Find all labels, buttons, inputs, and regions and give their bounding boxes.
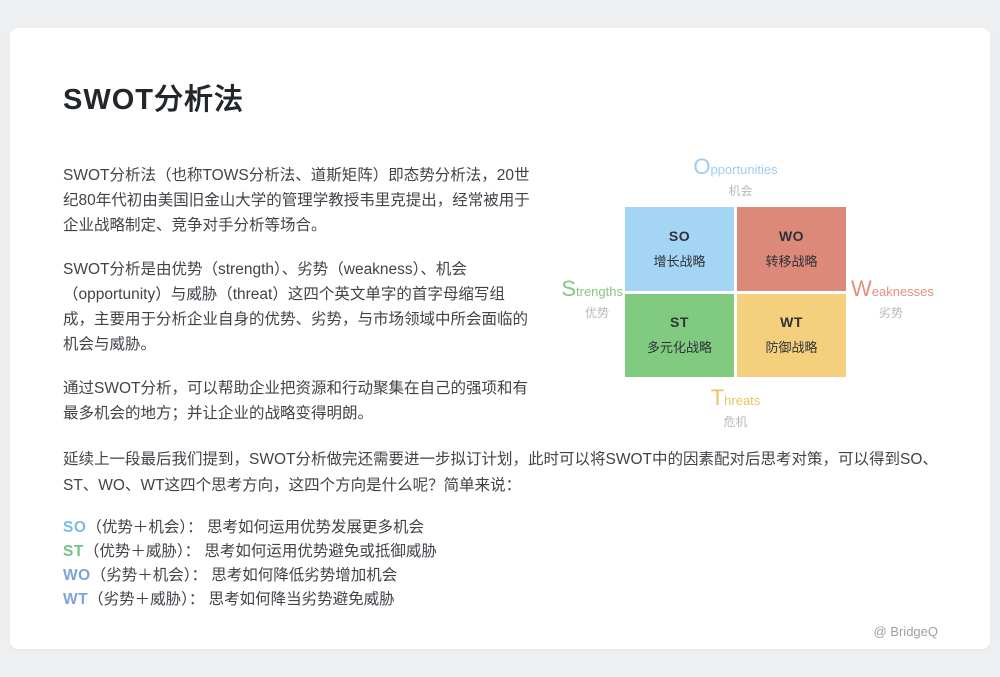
cell-so-code: SO <box>668 227 691 244</box>
cell-wt-name: 防御战略 <box>765 340 818 356</box>
cell-st: ST 多元化战略 <box>625 293 734 377</box>
swot-matrix-diagram: Opportunities 机会 Strengths 优势 Weaknesses… <box>545 140 985 450</box>
strategy-text-st: （优势＋威胁）： 思考如何运用优势避免或抵御威胁 <box>83 543 437 560</box>
threats-zh-label: 危机 <box>723 415 748 429</box>
opportunities-word: Opportunities <box>625 154 846 180</box>
cell-wo-code: WO <box>778 227 805 244</box>
strategy-item-wt: WT（劣势＋威胁）： 思考如何降当劣势避免威胁 <box>63 588 437 612</box>
strategy-code-st: ST <box>63 543 84 560</box>
cell-st-code: ST <box>670 314 689 331</box>
paragraph-3: 通过SWOT分析，可以帮助企业把资源和行动聚集在自己的强项和有最多机会的地方；并… <box>63 380 528 422</box>
threats-label: Threats 危机 <box>625 385 846 430</box>
weaknesses-word: Weaknesses <box>851 276 981 302</box>
opportunities-zh-label: 机会 <box>728 184 753 198</box>
watermark: @ BridgeQ <box>873 624 939 639</box>
strategy-text-wt: （劣势＋威胁）： 思考如何降当劣势避免威胁 <box>88 591 395 608</box>
cell-wo-name: 转移战略 <box>765 253 818 269</box>
strengths-zh-label: 优势 <box>584 306 609 320</box>
strategy-code-so: SO <box>63 519 87 536</box>
strategy-code-wo: WO <box>63 567 91 584</box>
weaknesses-label: Weaknesses 劣势 <box>851 276 981 321</box>
opportunities-initial: O <box>693 154 711 179</box>
followup-paragraph: 延续上一段最后我们提到，SWOT分析做完还需要进一步拟订计划，此时可以将SWOT… <box>63 451 938 494</box>
strategy-item-wo: WO（劣势＋机会）： 思考如何降低劣势增加机会 <box>63 564 437 588</box>
cell-so: SO 增长战略 <box>625 207 734 291</box>
content-card: SWOT分析法 SWOT分析法（也称TOWS分析法、道斯矩阵）即态势分析法，20… <box>10 28 990 649</box>
strategy-text-wo: （劣势＋机会）： 思考如何降低劣势增加机会 <box>90 567 398 584</box>
strategy-code-wt: WT <box>63 591 89 608</box>
paragraph-2: SWOT分析是由优势（strength）、劣势（weakness）、机会（opp… <box>63 261 529 353</box>
strengths-initial: S <box>561 276 577 301</box>
cell-wt-code: WT <box>780 314 803 331</box>
cell-st-name: 多元化战略 <box>646 340 712 356</box>
strategy-text-so: （优势＋机会）： 思考如何运用优势发展更多机会 <box>86 519 424 536</box>
threats-rest: hreats <box>724 393 761 408</box>
weaknesses-rest: eaknesses <box>871 284 934 299</box>
weaknesses-initial: W <box>851 276 872 301</box>
cell-wo: WO 转移战略 <box>737 207 846 291</box>
opportunities-label: Opportunities 机会 <box>625 154 846 199</box>
intro-paragraphs: SWOT分析法（也称TOWS分析法、道斯矩阵）即态势分析法，20世纪80年代初由… <box>63 163 531 445</box>
strategy-item-st: ST（优势＋威胁）： 思考如何运用优势避免或抵御威胁 <box>63 540 437 564</box>
threats-word: Threats <box>625 385 846 411</box>
cell-wt: WT 防御战略 <box>737 293 846 377</box>
strengths-label: Strengths 优势 <box>545 276 623 321</box>
weaknesses-zh-label: 劣势 <box>879 306 904 320</box>
cell-so-name: 增长战略 <box>653 253 706 269</box>
strategy-item-so: SO（优势＋机会）： 思考如何运用优势发展更多机会 <box>63 516 437 540</box>
strengths-rest: trengths <box>576 284 623 299</box>
opportunities-rest: pportunities <box>710 162 778 177</box>
strategy-list: SO（优势＋机会）： 思考如何运用优势发展更多机会 ST（优势＋威胁）： 思考如… <box>63 516 437 612</box>
page-title: SWOT分析法 <box>63 84 244 116</box>
strengths-word: Strengths <box>545 276 623 302</box>
threats-initial: T <box>710 385 725 410</box>
paragraph-1: SWOT分析法（也称TOWS分析法、道斯矩阵）即态势分析法，20世纪80年代初由… <box>63 167 530 234</box>
swot-matrix: SO 增长战略 WO 转移战略 ST 多元化战略 WT 防御战略 <box>625 207 846 377</box>
